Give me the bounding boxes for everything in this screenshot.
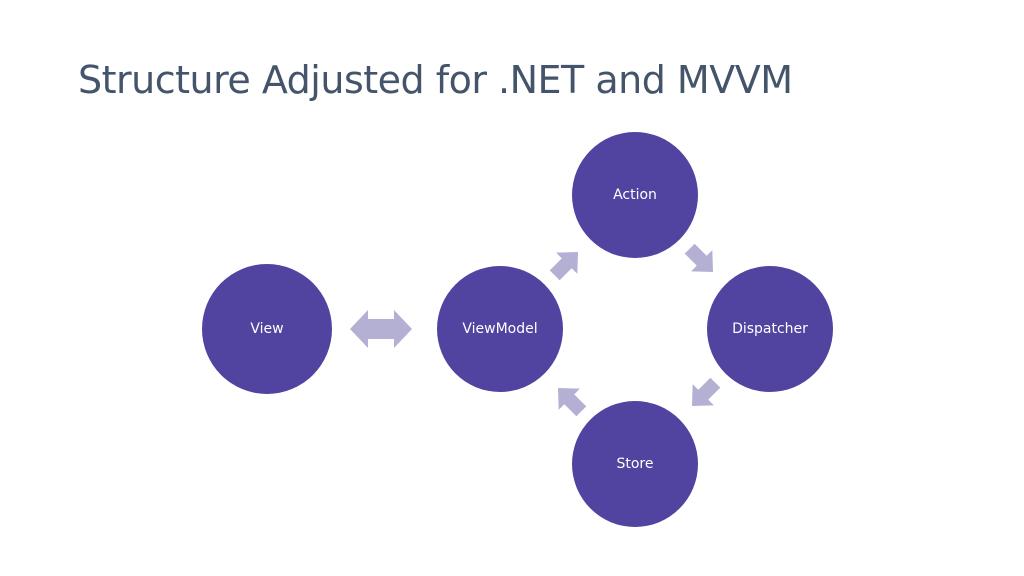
node-view: View <box>202 264 332 394</box>
node-viewmodel-circle <box>437 266 563 392</box>
node-action: Action <box>572 132 698 258</box>
slide-title: Structure Adjusted for .NET and MVVM <box>78 58 793 102</box>
arrow-viewmodel-to-action <box>549 251 579 281</box>
node-viewmodel: ViewModel <box>437 266 563 392</box>
node-view-label: View <box>250 321 283 337</box>
double-arrow-view-viewmodel <box>350 310 412 348</box>
node-action-label: Action <box>613 187 657 203</box>
node-view-circle <box>202 264 332 394</box>
node-action-circle <box>572 132 698 258</box>
arrow-action-to-dispatcher <box>684 243 714 273</box>
arrow-dispatcher-to-store <box>691 377 721 407</box>
node-viewmodel-label: ViewModel <box>462 321 537 337</box>
node-dispatcher-circle <box>707 266 833 392</box>
node-dispatcher: Dispatcher <box>707 266 833 392</box>
node-dispatcher-label: Dispatcher <box>732 321 808 337</box>
arrow-store-to-viewmodel <box>557 387 587 417</box>
node-store: Store <box>572 401 698 527</box>
node-store-circle <box>572 401 698 527</box>
node-store-label: Store <box>616 456 653 472</box>
